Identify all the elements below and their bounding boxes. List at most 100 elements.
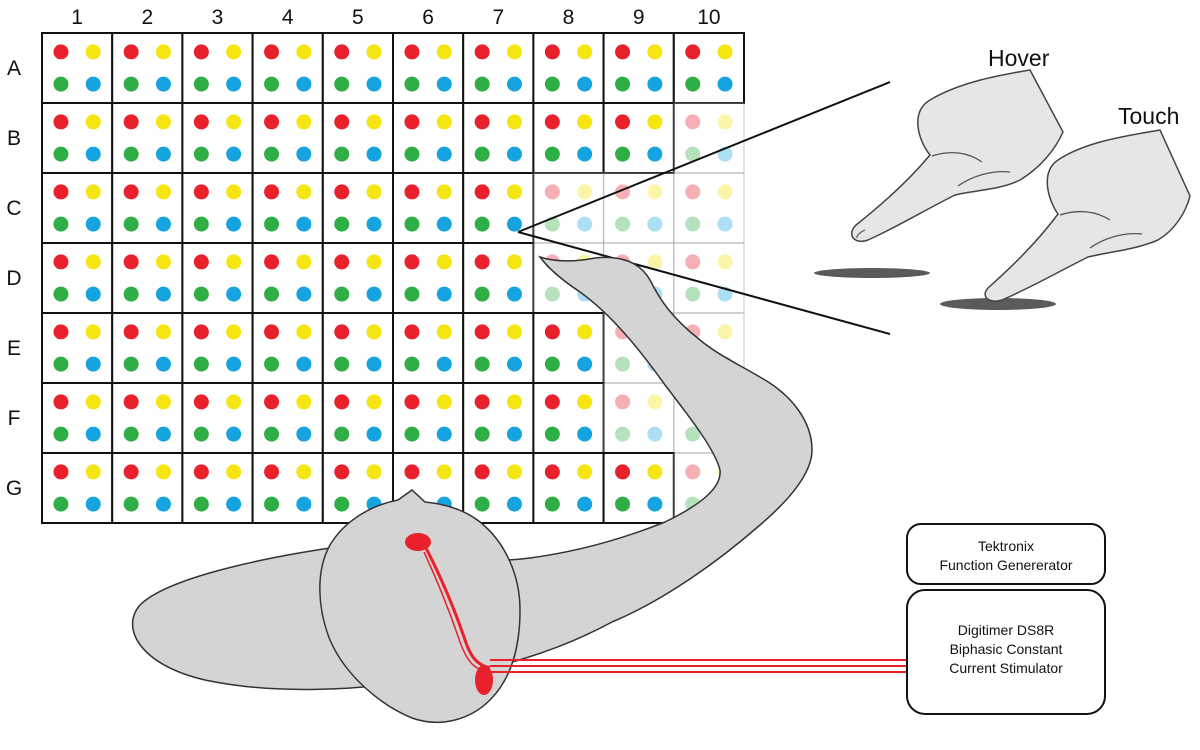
target-dot-bottom-left <box>474 356 490 372</box>
participant-figure <box>131 255 906 724</box>
grid-cell-D6 <box>392 242 465 314</box>
target-dot-top-right <box>436 114 452 130</box>
target-dot-bottom-left <box>193 216 209 232</box>
electrode-bottom <box>475 665 493 695</box>
grid-cell-A6 <box>392 32 465 104</box>
target-dot-bottom-right <box>436 356 452 372</box>
target-dot-top-right <box>647 254 663 270</box>
target-dot-top-left <box>474 254 490 270</box>
target-dot-top-right <box>85 254 101 270</box>
target-dot-bottom-right <box>85 216 101 232</box>
target-dot-top-left <box>544 324 560 340</box>
target-dot-top-right <box>436 44 452 60</box>
target-dot-bottom-left <box>264 286 280 302</box>
grid-cell-border <box>41 172 114 244</box>
target-dot-top-right <box>85 114 101 130</box>
grid-cell-border <box>181 312 254 384</box>
grid-cell-A5 <box>321 32 394 104</box>
grid-cell-border <box>462 312 535 384</box>
target-dot-bottom-left <box>685 216 701 232</box>
target-dot-top-right <box>647 44 663 60</box>
target-dot-top-left <box>685 464 701 480</box>
column-label-8: 8 <box>563 6 575 29</box>
row-label-B: B <box>7 127 21 150</box>
target-dot-top-right <box>647 184 663 200</box>
target-dot-bottom-right <box>226 146 242 162</box>
target-dot-top-left <box>123 184 139 200</box>
row-label-G: G <box>6 477 22 500</box>
target-dot-top-right <box>577 184 593 200</box>
grid-cell-B1 <box>41 102 114 174</box>
electrode-top <box>405 533 431 551</box>
target-dot-bottom-left <box>334 76 350 92</box>
target-dot-bottom-right <box>366 146 382 162</box>
target-dot-top-left <box>193 44 209 60</box>
target-dot-top-left <box>264 44 280 60</box>
grid-cell-border <box>392 32 465 104</box>
grid-cell-D4 <box>251 242 324 314</box>
target-dot-bottom-right <box>647 426 663 442</box>
target-dot-top-right <box>366 114 382 130</box>
target-dot-bottom-left <box>474 286 490 302</box>
target-dot-top-right <box>155 254 171 270</box>
target-dot-top-right <box>436 254 452 270</box>
target-dot-bottom-left <box>474 146 490 162</box>
target-dot-top-right <box>226 394 242 410</box>
column-label-3: 3 <box>212 6 224 29</box>
grid-cell-border <box>532 452 605 524</box>
target-dot-bottom-left <box>544 496 560 512</box>
target-dot-bottom-right <box>577 146 593 162</box>
participant-body <box>131 255 813 691</box>
target-dot-top-right <box>366 394 382 410</box>
grid-cell-E3 <box>181 312 254 384</box>
target-dot-top-right <box>647 114 663 130</box>
target-dot-top-left <box>123 324 139 340</box>
grid-cell-border <box>321 242 394 314</box>
target-dot-top-left <box>193 184 209 200</box>
target-dot-bottom-right <box>647 496 663 512</box>
grid-cell-border <box>181 32 254 104</box>
grid-cell-G5 <box>321 452 394 524</box>
grid-cell-F3 <box>181 382 254 454</box>
target-dot-top-right <box>226 324 242 340</box>
target-dot-top-left <box>193 464 209 480</box>
grid-cell-A1 <box>41 32 114 104</box>
target-dot-bottom-right <box>366 76 382 92</box>
target-dot-bottom-right <box>85 356 101 372</box>
target-dot-top-left <box>404 254 420 270</box>
grid-cell-C2 <box>111 172 184 244</box>
target-dot-bottom-left <box>685 426 701 442</box>
column-label-9: 9 <box>633 6 645 29</box>
grid-cell-border <box>462 32 535 104</box>
target-dot-top-right <box>226 114 242 130</box>
grid-cell-border <box>41 102 114 174</box>
target-dot-top-left <box>615 464 631 480</box>
grid-cell-border <box>111 382 184 454</box>
target-dot-bottom-right <box>296 496 312 512</box>
target-dot-top-left <box>193 254 209 270</box>
target-dot-top-right <box>85 44 101 60</box>
target-dot-bottom-right <box>717 216 733 232</box>
target-dot-top-left <box>404 184 420 200</box>
target-dot-bottom-left <box>123 496 139 512</box>
target-dot-bottom-left <box>53 76 69 92</box>
target-dot-bottom-right <box>226 216 242 232</box>
target-dot-bottom-right <box>506 76 522 92</box>
target-dot-top-right <box>366 184 382 200</box>
target-dot-bottom-left <box>193 76 209 92</box>
target-dot-top-right <box>296 184 312 200</box>
grid-cell-F6 <box>392 382 465 454</box>
target-dot-bottom-left <box>544 356 560 372</box>
target-dot-top-right <box>577 114 593 130</box>
target-dot-bottom-left <box>123 146 139 162</box>
target-dot-top-right <box>436 324 452 340</box>
grid-cell-F1 <box>41 382 114 454</box>
target-dot-bottom-left <box>53 496 69 512</box>
target-dot-bottom-right <box>506 496 522 512</box>
grid-cell-D1 <box>41 242 114 314</box>
grid-cell-border <box>321 32 394 104</box>
grid-cell-border <box>181 452 254 524</box>
target-dot-top-right <box>85 184 101 200</box>
target-dot-top-left <box>334 44 350 60</box>
function-generator-line-2: Function Genererator <box>939 557 1072 573</box>
